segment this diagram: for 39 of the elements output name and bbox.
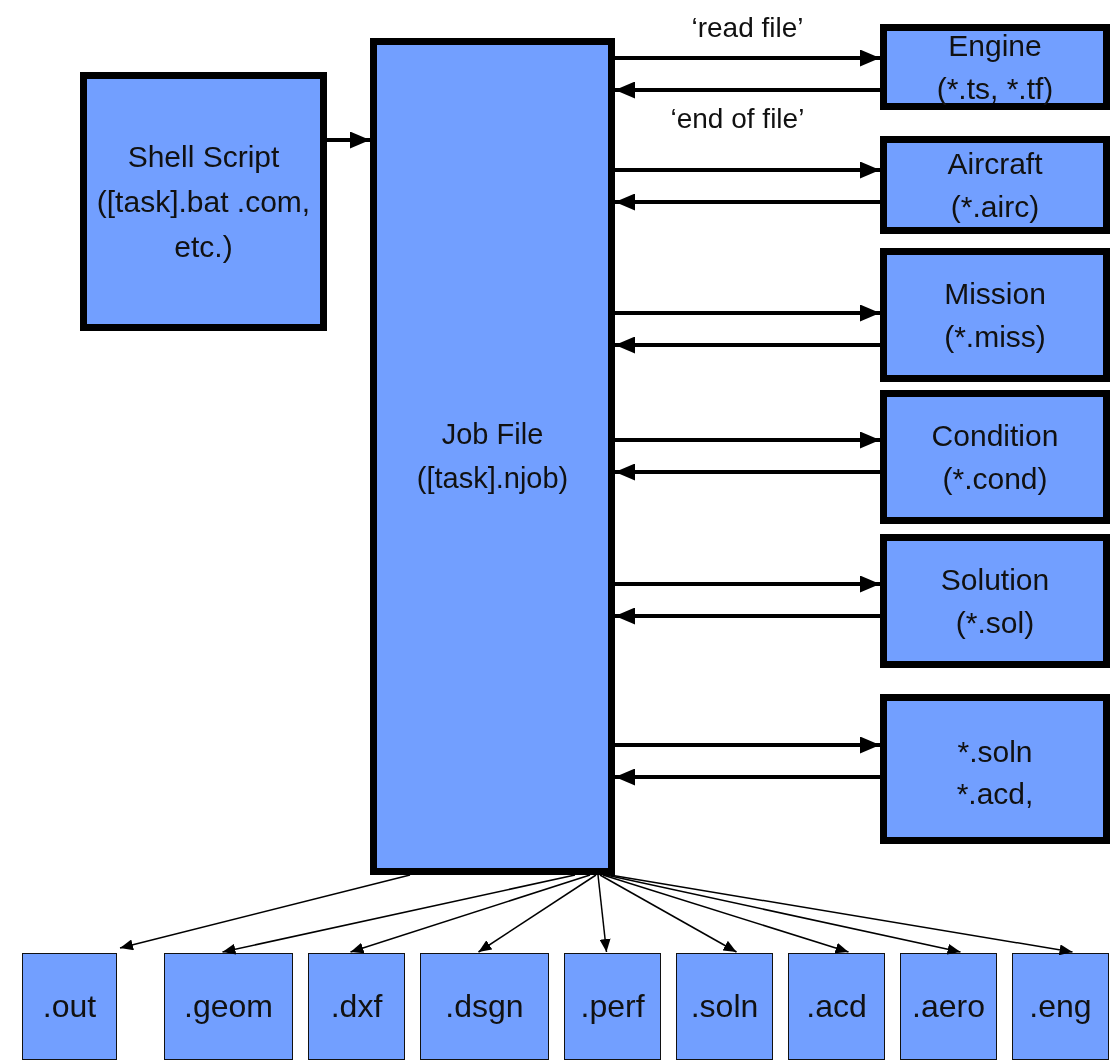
input-file-box: Aircraft (*.airc): [880, 136, 1110, 234]
output-file-box: .eng: [1012, 953, 1109, 1060]
job-file-box: Job File ([task].njob): [370, 38, 615, 875]
output-file-box: .aero: [900, 953, 997, 1060]
output-file-box: .acd: [788, 953, 885, 1060]
output-file-box: .perf: [564, 953, 661, 1060]
arrow: [605, 874, 962, 955]
input-file-box: Engine (*.ts, *.tf): [880, 24, 1110, 110]
input-file-box: *.soln *.acd,: [880, 694, 1110, 844]
arrow: [599, 874, 738, 953]
output-file-box: .out: [22, 953, 117, 1060]
arrow: [615, 431, 880, 449]
input-file-box: Condition (*.cond): [880, 390, 1110, 524]
output-file-box: .dxf: [308, 953, 405, 1060]
script-box: Shell Script ([task].bat .com, etc.): [80, 72, 327, 331]
output-file-box: .dsgn: [420, 953, 549, 1060]
output-file-box: .soln: [676, 953, 773, 1060]
arrow: [602, 874, 850, 954]
arrow: [615, 575, 880, 593]
arrow: [597, 874, 611, 953]
arrow: [477, 874, 597, 953]
input-file-box: Solution (*.sol): [880, 534, 1110, 668]
arrow: [615, 736, 880, 754]
arrow: [609, 874, 1074, 956]
arrow: [615, 81, 880, 99]
arrow: [349, 874, 591, 954]
arrow: [615, 463, 880, 481]
arrow: [615, 49, 880, 67]
arrow: [615, 768, 880, 786]
arrow: [615, 304, 880, 322]
input-file-box: Mission (*.miss): [880, 248, 1110, 382]
arrow: [615, 336, 880, 354]
arrow: [615, 607, 880, 625]
arrow: [221, 874, 576, 955]
arrow: [615, 161, 880, 179]
arrow: [119, 874, 411, 951]
output-file-box: .geom: [164, 953, 293, 1060]
arrow: [615, 193, 880, 211]
arrow: [327, 131, 370, 149]
